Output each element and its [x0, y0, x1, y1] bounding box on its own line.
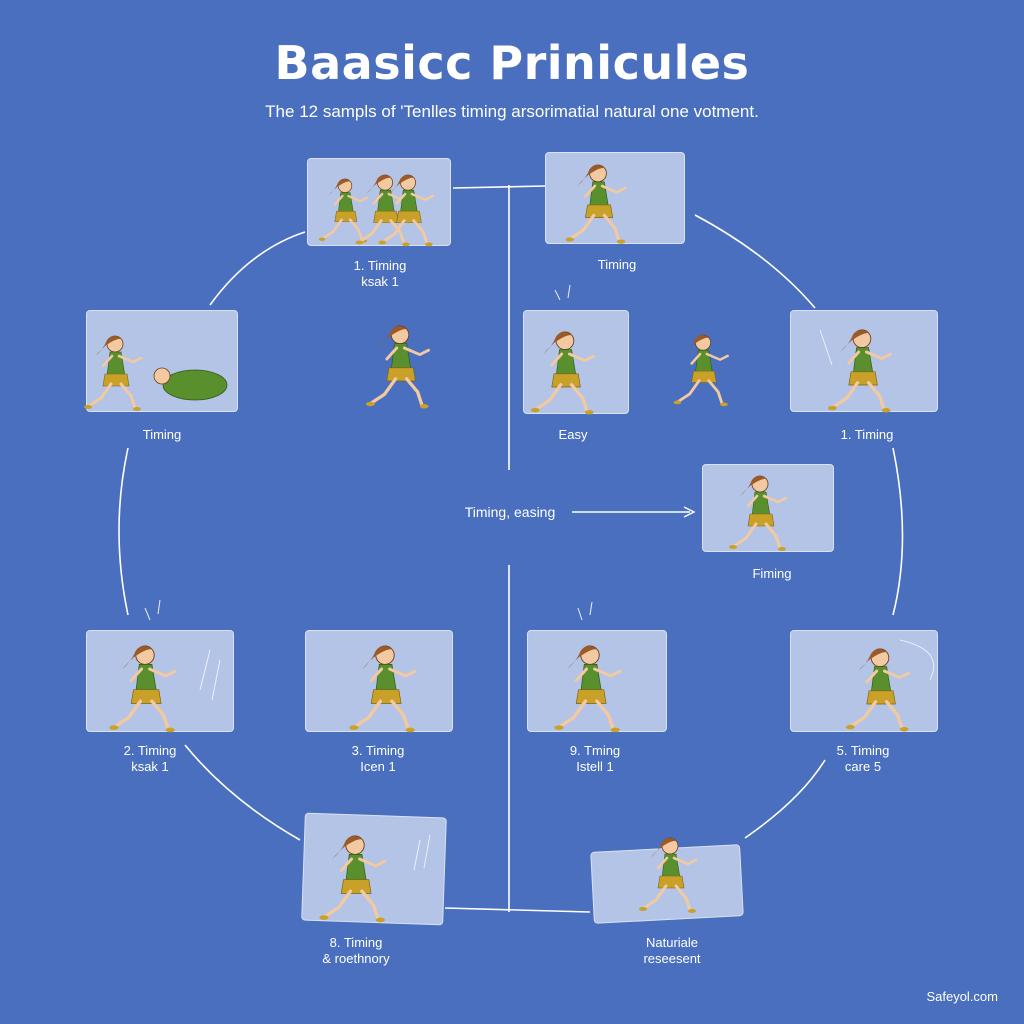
panel-card-10	[790, 630, 938, 732]
footer-watermark: Safeyol.com	[926, 989, 998, 1004]
panel-caption-6: Fiming	[752, 566, 792, 581]
panel-caption-2: Timing	[597, 257, 637, 272]
panel-caption-5: 1. Timing	[840, 427, 894, 442]
panel-caption-4: Easy	[558, 427, 588, 442]
panel-card-4	[523, 310, 629, 414]
panel-caption-11: 8. Timing& roethnory	[322, 935, 390, 966]
page-subtitle: The 12 sampls of 'Tenlles timing arsorim…	[265, 102, 759, 121]
panel-caption-3: Timing	[142, 427, 182, 442]
page-title: Baasicc Prinicules	[274, 36, 750, 90]
center-label: Timing, easing	[464, 504, 556, 520]
panel-card-7	[86, 630, 234, 732]
